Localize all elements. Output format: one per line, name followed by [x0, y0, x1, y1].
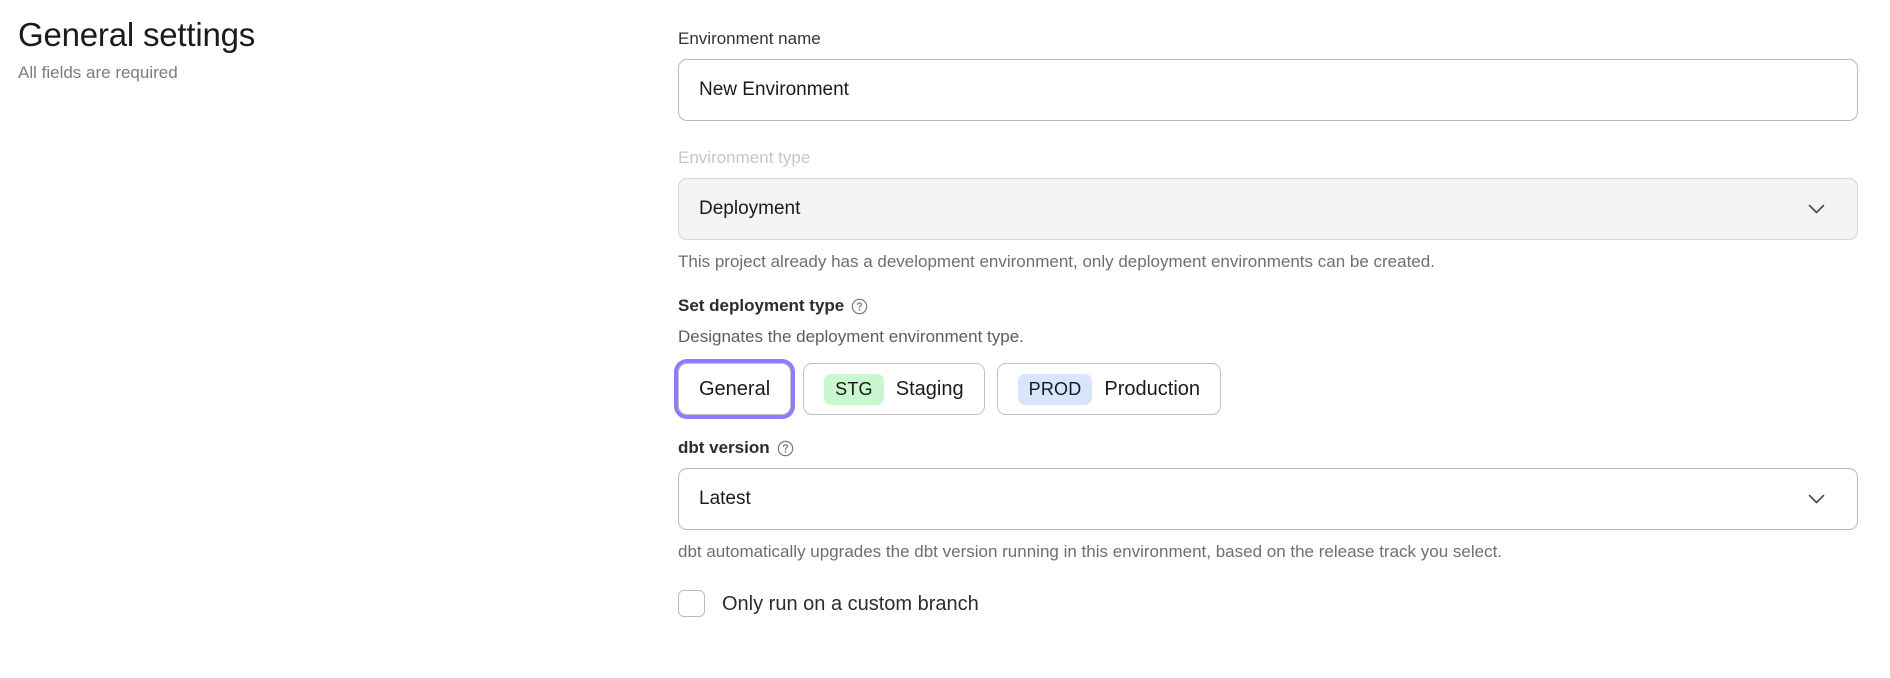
- deployment-type-label: Set deployment type: [678, 296, 845, 316]
- environment-type-value: Deployment: [699, 198, 801, 220]
- environment-type-helper-text: This project already has a development e…: [678, 252, 1435, 272]
- environment-type-field: Environment type Deployment This project…: [678, 147, 1858, 274]
- custom-branch-row: Only run on a custom branch: [678, 590, 1858, 618]
- dbt-version-field: dbt version Latest dbt automatica: [678, 437, 1858, 564]
- deployment-type-option-production[interactable]: PROD Production: [996, 363, 1222, 416]
- settings-header: General settings All fields are required: [18, 16, 638, 84]
- environment-name-label: Environment name: [678, 29, 821, 48]
- environment-name-field: Environment name New Environment: [678, 28, 1858, 122]
- dbt-version-label: dbt version: [678, 438, 770, 458]
- spacer: [678, 415, 1858, 437]
- deployment-type-field: Set deployment type Designates the deplo…: [678, 295, 1858, 416]
- chevron-down-icon: [1808, 204, 1825, 215]
- environment-type-select[interactable]: Deployment: [678, 178, 1858, 241]
- dbt-version-select[interactable]: Latest: [678, 468, 1858, 531]
- deployment-type-option-staging-label: Staging: [895, 377, 964, 400]
- environment-name-input[interactable]: New Environment: [678, 59, 1858, 122]
- environment-name-value: New Environment: [699, 79, 849, 101]
- deployment-type-option-production-label: Production: [1104, 377, 1201, 400]
- deployment-type-label-row: Set deployment type: [678, 295, 1858, 317]
- deployment-type-description: Designates the deployment environment ty…: [678, 327, 1024, 347]
- page-subtitle: All fields are required: [18, 62, 178, 82]
- help-circle-icon[interactable]: [777, 440, 794, 457]
- settings-form: Environment name New Environment Environ…: [678, 28, 1858, 618]
- dbt-version-label-row: dbt version: [678, 437, 1858, 459]
- deployment-type-options: General STG Staging PROD Production: [678, 363, 1858, 416]
- staging-badge: STG: [824, 373, 884, 405]
- custom-branch-checkbox[interactable]: [678, 590, 705, 618]
- chevron-down-icon: [1808, 494, 1825, 505]
- spacer: [678, 274, 1858, 295]
- help-circle-icon[interactable]: [851, 298, 868, 315]
- deployment-type-option-general[interactable]: General: [678, 363, 792, 416]
- spacer: [678, 121, 1858, 147]
- production-badge: PROD: [1017, 373, 1093, 405]
- environment-type-label: Environment type: [678, 148, 811, 168]
- dbt-version-value: Latest: [699, 488, 751, 510]
- deployment-type-option-general-label: General: [699, 377, 771, 400]
- deployment-type-option-staging[interactable]: STG Staging: [803, 363, 985, 416]
- dbt-version-helper-text: dbt automatically upgrades the dbt versi…: [678, 542, 1503, 562]
- custom-branch-label[interactable]: Only run on a custom branch: [722, 592, 979, 615]
- page-title: General settings: [18, 16, 256, 53]
